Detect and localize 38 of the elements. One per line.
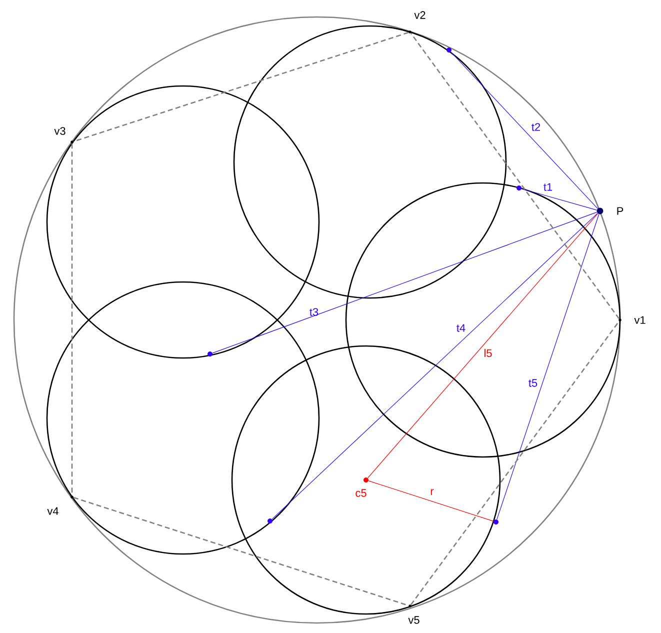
node-label: c5	[356, 489, 366, 497]
point	[494, 520, 498, 524]
dashed-line	[410, 320, 620, 606]
labelled-point: P	[596, 207, 624, 215]
labelled-point: v3	[54, 127, 74, 144]
point	[208, 352, 212, 356]
node-label: P	[617, 207, 624, 215]
labelled-point: v1	[618, 316, 646, 324]
line	[450, 52, 598, 209]
edge-label: l5	[484, 348, 492, 358]
edge-label: t4	[456, 324, 466, 332]
line	[496, 214, 600, 520]
line	[368, 480, 494, 522]
line	[272, 213, 598, 520]
labelled-point: v4	[47, 496, 74, 515]
labelled-point: v5	[408, 604, 420, 624]
node-label: v3	[54, 127, 66, 135]
dashed-line	[73, 496, 409, 606]
edge-label: t2	[532, 123, 540, 131]
edge-label: t1	[544, 183, 552, 191]
node-label: v5	[408, 616, 420, 624]
edge-label: t5	[528, 379, 538, 387]
node-label: v4	[47, 507, 58, 515]
line	[367, 213, 598, 478]
line	[212, 212, 598, 354]
edge-label: r	[430, 489, 434, 495]
labelled-point: v2	[408, 11, 426, 34]
dashed-line	[71, 144, 73, 496]
node-label: v2	[414, 11, 426, 19]
point	[516, 186, 522, 190]
point	[446, 48, 452, 52]
node-label: v1	[634, 316, 646, 324]
point	[268, 518, 272, 524]
dashed-line	[410, 32, 620, 320]
line	[521, 188, 598, 210]
dashed-line	[73, 32, 409, 142]
labelled-point: c5	[356, 478, 368, 497]
edge-label: t3	[310, 308, 318, 316]
